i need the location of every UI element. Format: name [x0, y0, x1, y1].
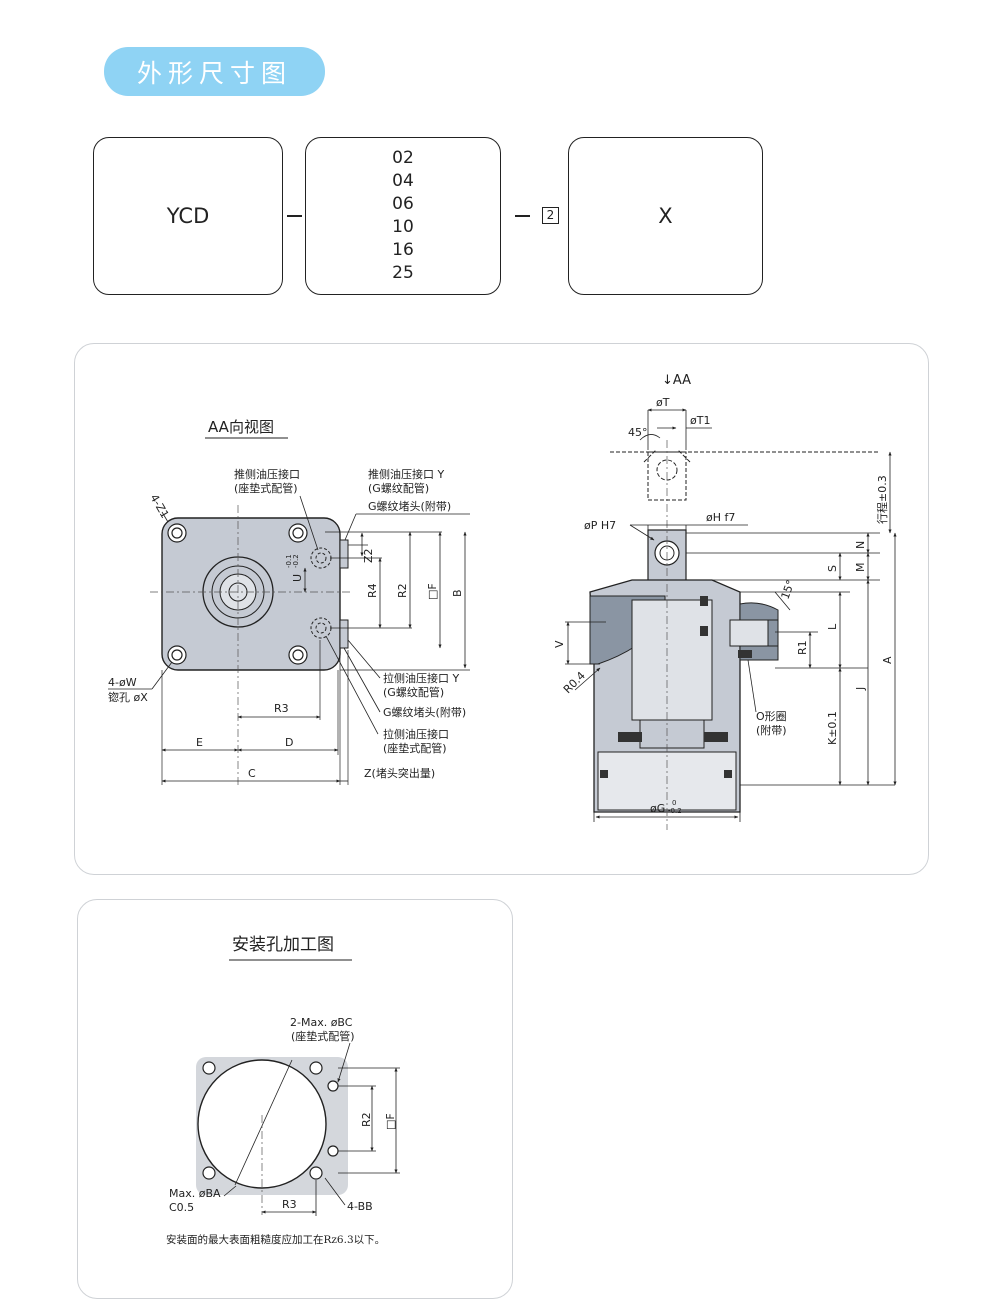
pull-port-y-sub: (G螺纹配管) [383, 685, 444, 699]
dim-z2: Z2 [362, 548, 375, 563]
dim-angle-15: 15° [779, 578, 798, 601]
model-option-number: 2 [542, 207, 559, 224]
dim-e: E [196, 736, 203, 749]
mount-note: 安装面的最大表面粗糙度应加工在Rz6.3以下。 [166, 1234, 386, 1246]
model-size-option: 04 [392, 171, 414, 191]
dim-n: N [854, 541, 867, 549]
section-title-pill: 外形尺寸图 [104, 47, 325, 96]
mount-ba-label: Max. øBA [169, 1187, 221, 1200]
pull-port-label: 拉侧油压接口 [383, 727, 449, 741]
dim-d: D [285, 736, 293, 749]
dim-m: M [854, 563, 867, 573]
mount-dim-r2: R2 [360, 1112, 373, 1127]
dim-g-tol-top: 0 [672, 799, 676, 807]
model-prefix-box: YCD [93, 137, 283, 295]
model-separator-1 [287, 215, 302, 217]
dim-a: A [881, 656, 894, 664]
dim-r1: R1 [796, 640, 809, 655]
plug-bottom-label: G螺纹堵头(附带) [383, 705, 466, 719]
oring-sub: (附带) [756, 723, 787, 737]
model-prefix: YCD [166, 204, 210, 228]
dim-v: V [553, 640, 566, 648]
corner-label: 4-Z1 [147, 492, 171, 521]
mount-bb: 4-BB [347, 1200, 373, 1213]
dim-u-tol-top: -0.1 [285, 554, 293, 568]
dim-k: K±0.1 [826, 711, 839, 745]
dim-stroke: 行程±0.3 [876, 475, 889, 524]
hole-sub: 锪孔 øX [108, 691, 148, 704]
mount-ba-sub: C0.5 [169, 1201, 194, 1214]
dim-c: C [248, 767, 256, 780]
dim-g-tol-bot: -0.2 [668, 807, 682, 815]
dim-r3: R3 [274, 702, 289, 715]
mount-dim-f: □F [384, 1113, 397, 1130]
dim-u-tol-bot: -0.2 [292, 554, 300, 568]
dim-r2: R2 [396, 583, 409, 598]
dim-f: □F [426, 583, 439, 600]
aa-view: AA向视图 [108, 418, 470, 785]
push-port-label: 推侧油压接口 [234, 467, 300, 481]
side-view: ↓AA øT øT1 45° [553, 373, 897, 830]
hole-label: 4-øW [108, 676, 137, 689]
push-port-sub: (座垫式配管) [234, 481, 298, 495]
dim-z: Z(堵头突出量) [364, 766, 435, 780]
model-size-option: 02 [392, 148, 414, 168]
dim-r4: R4 [366, 583, 379, 598]
dim-j: J [854, 687, 867, 691]
pull-port-sub: (座垫式配管) [383, 741, 447, 755]
push-port-y-sub: (G螺纹配管) [368, 481, 429, 495]
mount-bc-label: 2-Max. øBC [290, 1016, 353, 1029]
dim-t: øT [656, 396, 670, 409]
mount-dim-r3: R3 [282, 1198, 297, 1211]
dim-p: øP H7 [584, 519, 616, 532]
dim-b: B [451, 589, 464, 597]
model-size-options: 02 04 06 10 16 25 [392, 147, 414, 285]
view-arrow-label: ↓AA [662, 373, 691, 388]
dim-angle: 45° [628, 426, 648, 439]
model-size-option: 25 [392, 263, 414, 283]
model-size-option: 10 [392, 217, 414, 237]
dim-s: S [826, 565, 839, 572]
dim-t1: øT1 [690, 414, 710, 427]
model-suffix-box: X [568, 137, 763, 295]
mount-title: 安装孔加工图 [232, 935, 334, 955]
aa-view-title: AA向视图 [208, 418, 274, 436]
mount-bc-sub: (座垫式配管) [291, 1029, 355, 1043]
model-suffix: X [658, 204, 673, 228]
dimension-panel [74, 343, 929, 875]
dim-g: øG [650, 802, 665, 815]
pull-port-y-label: 拉侧油压接口 Y [383, 671, 459, 685]
model-size-option: 16 [392, 240, 414, 260]
section-title: 外形尺寸图 [136, 58, 292, 88]
dim-u: U [291, 574, 304, 582]
model-separator-2 [515, 215, 530, 217]
dim-h: øH f7 [706, 511, 735, 524]
plug-top-label: G螺纹堵头(附带) [368, 499, 451, 513]
model-size-option: 06 [392, 194, 414, 214]
dim-l: L [826, 623, 839, 630]
mount-bore [197, 1059, 327, 1189]
model-size-box: 02 04 06 10 16 25 [305, 137, 501, 295]
oring-label: O形圈 [756, 710, 787, 723]
push-port-y-label: 推侧油压接口 Y [368, 467, 444, 481]
mount-view: 安装孔加工图 R2 □F 2-Max. øBC (座垫式配管) Max. [169, 935, 400, 1216]
